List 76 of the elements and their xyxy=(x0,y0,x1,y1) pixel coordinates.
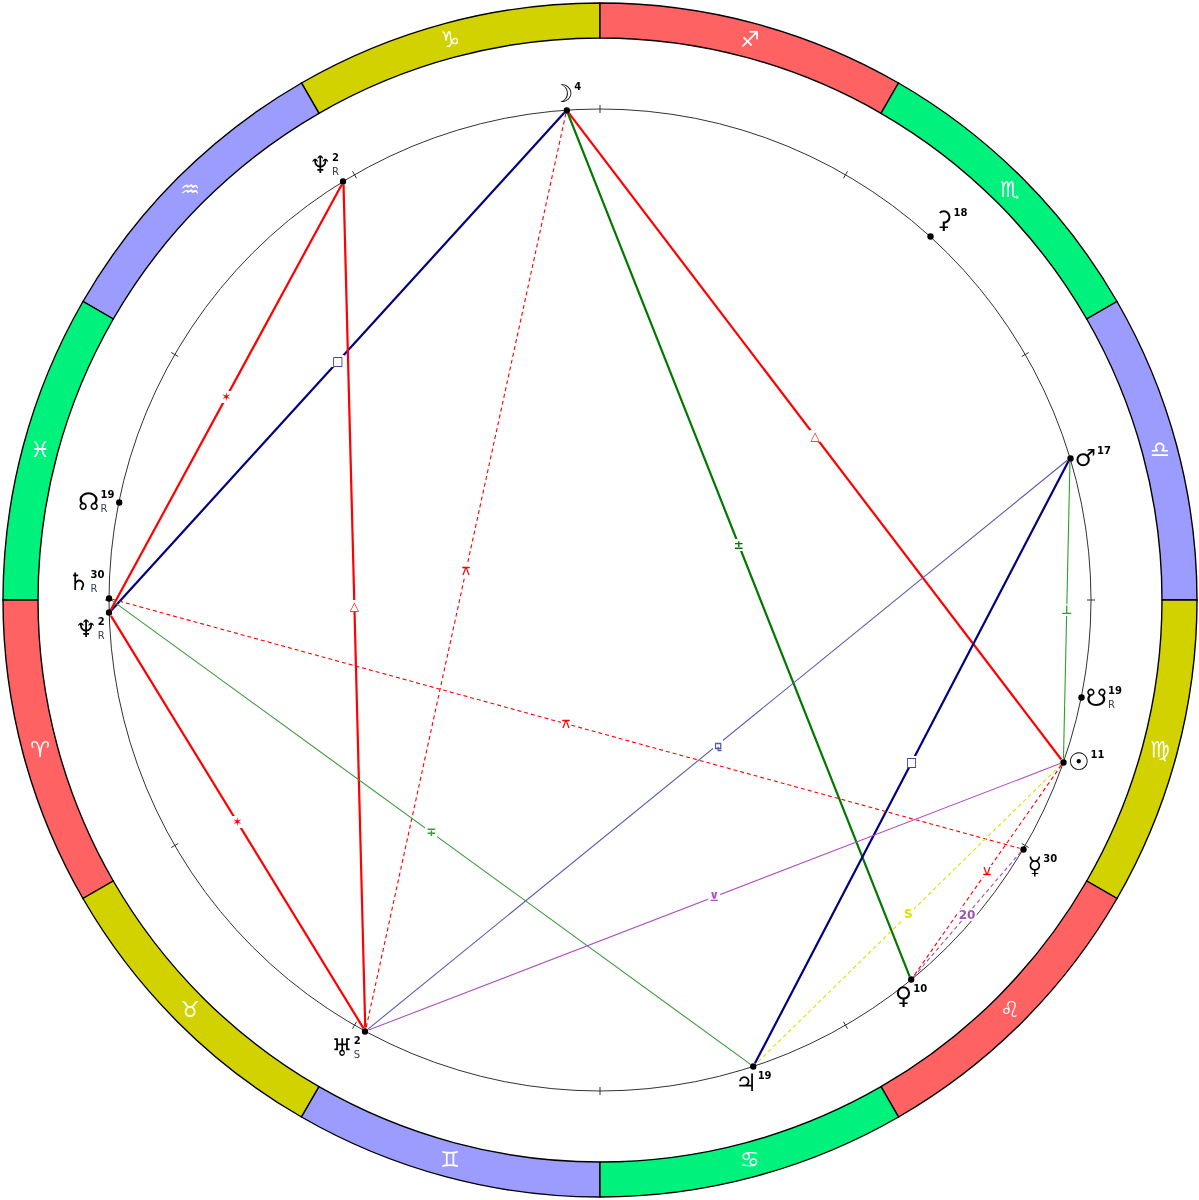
motion-mark: R xyxy=(1107,699,1115,710)
aspect-line xyxy=(368,763,1061,1031)
degree-number: 18 xyxy=(953,208,968,219)
degree-number: 19 xyxy=(757,1070,772,1081)
aspect-symbol: ⚻ xyxy=(561,717,572,730)
motion-mark: R xyxy=(90,583,98,594)
aspect-symbol: ⊥ xyxy=(1060,604,1074,617)
aspect-line xyxy=(110,112,566,611)
degree-number: 10 xyxy=(913,984,928,995)
aspect-line xyxy=(567,112,1063,761)
zodiac-sign-symbol: ♎ xyxy=(1149,439,1170,461)
zodiac-sign-symbol: ♏ xyxy=(999,179,1020,202)
planet-symbol: ♃ xyxy=(735,1070,757,1095)
planet-symbol: ♆ xyxy=(75,617,97,642)
motion-mark: R xyxy=(332,166,339,177)
degree-number: 30 xyxy=(1043,853,1058,864)
planet-symbol: ⚳ xyxy=(934,208,953,233)
zodiac-sign-symbol: ♉ xyxy=(180,998,201,1021)
aspect-symbol: ⚼ xyxy=(712,738,723,751)
degree-number: 4 xyxy=(574,81,582,92)
aspect-symbol: ± xyxy=(732,539,745,552)
aspect-symbol: △ xyxy=(809,430,821,443)
zodiac-sign-symbol: ♒ xyxy=(180,179,201,202)
aspect-line xyxy=(367,459,1068,1030)
zodiac-sign-symbol: ♑ xyxy=(440,29,460,52)
aspect-line xyxy=(1062,461,1071,760)
zodiac-sign-symbol: ♊ xyxy=(440,1148,460,1171)
aspect-symbol: □ xyxy=(905,756,919,769)
degree-number: 17 xyxy=(1097,446,1111,457)
planet-symbol: ☋ xyxy=(1085,685,1107,710)
aspect-symbol: ∓ xyxy=(425,826,438,839)
aspect-line xyxy=(754,460,1070,1064)
aspect-symbol: ✶ xyxy=(231,816,244,829)
aspect-symbol: ⊻ xyxy=(708,890,721,903)
degree-number: 30 xyxy=(90,569,105,580)
aspect-symbol: 20 xyxy=(957,908,977,921)
degree-number: 19 xyxy=(100,490,115,501)
aspect-line xyxy=(912,764,1062,978)
aspect-line xyxy=(365,113,567,1029)
aspect-line xyxy=(912,851,1022,978)
planet-symbol: ♂ xyxy=(1074,446,1097,471)
planet-symbol: ♆ xyxy=(309,152,331,177)
aspect-symbol: △ xyxy=(348,600,360,613)
aspect-line xyxy=(109,183,343,611)
planet-symbol: ☽ xyxy=(551,81,574,106)
aspect-symbol: □ xyxy=(331,355,345,368)
degree-number: 11 xyxy=(1090,750,1105,761)
aspect-symbol: S xyxy=(903,908,914,921)
aspect-line xyxy=(342,184,367,1028)
aspect-line xyxy=(566,113,911,978)
planet-symbol: ☊ xyxy=(78,490,100,515)
aspect-symbol: ⚺ xyxy=(982,865,993,878)
degree-number: 2 xyxy=(353,1035,361,1046)
planet-symbol: ☉ xyxy=(1067,750,1090,775)
zodiac-sign-symbol: ♈ xyxy=(30,739,51,761)
motion-mark: R xyxy=(100,504,108,515)
aspect-line xyxy=(111,599,752,1065)
aspect-symbol: ⚻ xyxy=(460,564,471,577)
motion-mark: R xyxy=(97,631,105,642)
degree-number: 19 xyxy=(1107,685,1122,696)
motion-mark: S xyxy=(353,1049,361,1060)
degree-number: 2 xyxy=(332,152,339,163)
aspect-line xyxy=(110,615,365,1029)
zodiac-sign-symbol: ♌ xyxy=(999,998,1020,1021)
planet-symbol: ♅ xyxy=(331,1035,353,1060)
zodiac-sign-symbol: ♍ xyxy=(1149,739,1170,761)
zodiac-sign-symbol: ♐ xyxy=(740,29,760,52)
planet-symbol: ♀ xyxy=(894,984,913,1009)
planet-symbol: ☿ xyxy=(1027,853,1043,878)
aspect-symbol: ✶ xyxy=(220,391,233,404)
zodiac-sign-symbol: ♋ xyxy=(740,1148,760,1171)
aspect-line xyxy=(755,764,1062,1065)
zodiac-sign-symbol: ♓ xyxy=(30,439,51,461)
aspect-line xyxy=(111,598,1021,849)
planet-symbol: ♄ xyxy=(68,569,90,594)
degree-number: 2 xyxy=(97,617,105,628)
